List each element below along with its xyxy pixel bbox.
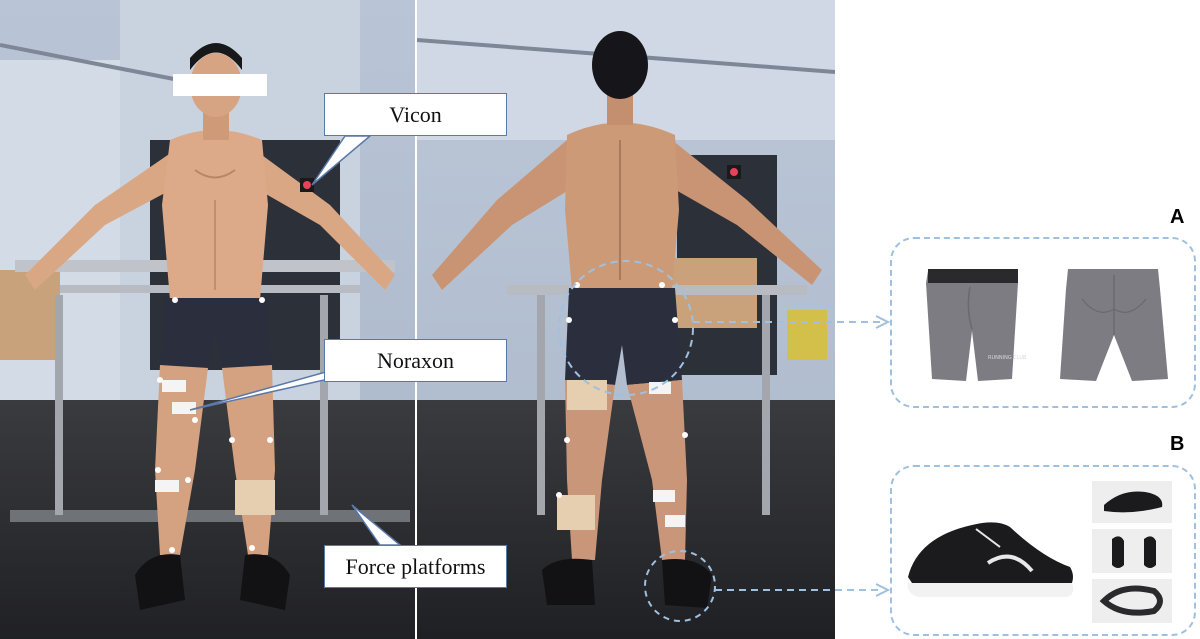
shorts-print: RUNNING CLUB [988, 355, 1027, 361]
shoes-image [907, 481, 1172, 623]
force-platforms-callout: Force platforms [324, 545, 507, 588]
vicon-callout: Vicon [324, 93, 507, 136]
shorts-image: RUNNING CLUB [926, 269, 1168, 381]
panel-a-label: A [1170, 206, 1185, 228]
shorts-panel: RUNNING CLUB [890, 237, 1196, 408]
force-pointer [351, 504, 403, 546]
participant-back-photo [417, 0, 835, 639]
vicon-pointer [311, 135, 373, 186]
shorts-highlight-circle [558, 260, 694, 396]
shoe-highlight-circle [644, 550, 716, 622]
arrow-b-icon [875, 583, 891, 597]
shoes-panel [890, 465, 1196, 636]
noraxon-callout: Noraxon [324, 339, 507, 382]
arrow-a-icon [875, 315, 891, 329]
panel-b-label: B [1170, 433, 1185, 455]
